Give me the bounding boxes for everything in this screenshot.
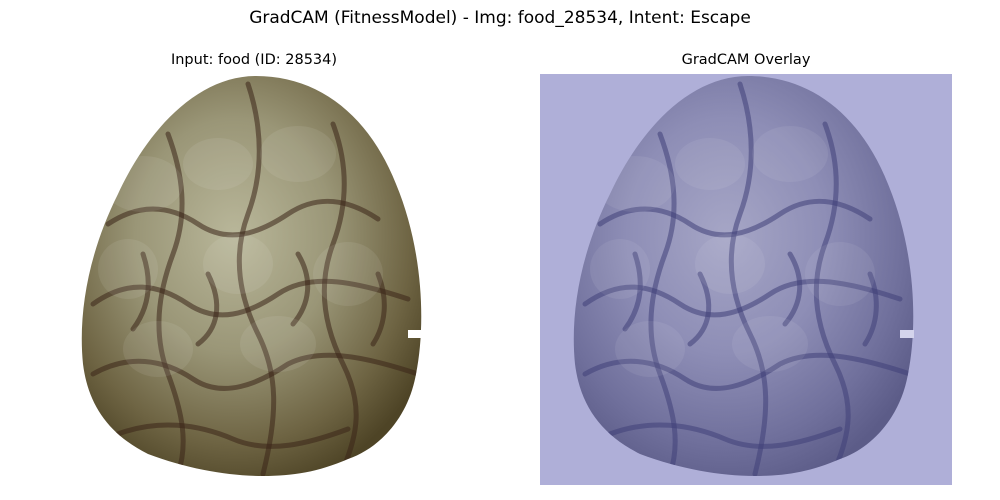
figure-title: GradCAM (FitnessModel) - Img: food_28534… [249,8,751,28]
fruit-photo [81,76,422,476]
overlay-fruit-photo [573,76,914,476]
input-image [48,74,460,485]
input-panel-title: Input: food (ID: 28534) [170,52,338,68]
gradcam-overlay-image [540,74,952,485]
overlay-panel-title: GradCAM Overlay [681,52,811,68]
